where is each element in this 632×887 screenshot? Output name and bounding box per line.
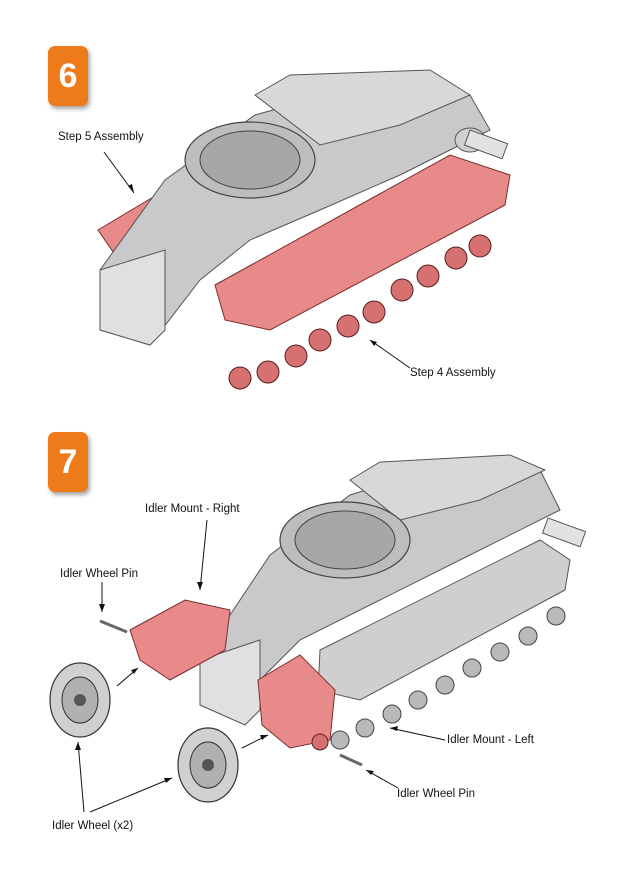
- callout-idler-wheel-pin: Idler Wheel Pin: [397, 788, 475, 800]
- callout-idler-mount-right: Idler Mount - Right: [145, 503, 240, 515]
- step-number-badge: 7: [48, 432, 88, 492]
- step-number-badge: 6: [48, 46, 88, 106]
- callout-idler-wheel-pin: Idler Wheel Pin: [60, 568, 138, 580]
- tank-model-step6: [97, 69, 511, 390]
- callout-idler-wheel: Idler Wheel (x2): [52, 820, 134, 832]
- callout-step5-assembly: Step 5 Assembly: [58, 131, 144, 143]
- arrow: [369, 339, 411, 369]
- callout-idler-mount-left: Idler Mount - Left: [447, 734, 534, 746]
- callout-step4-assembly: Step 4 Assembly: [410, 367, 496, 379]
